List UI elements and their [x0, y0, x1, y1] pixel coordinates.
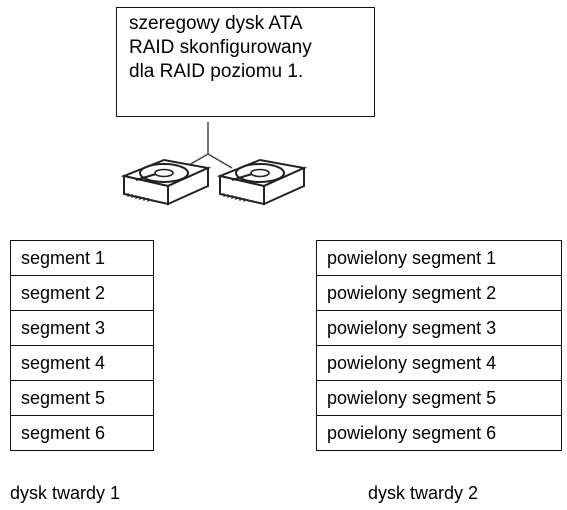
- segment-cell: segment 4: [10, 345, 154, 381]
- table-row: powielony segment 1: [316, 240, 562, 276]
- disk-2-mirror-table: powielony segment 1 powielony segment 2 …: [316, 240, 562, 451]
- table-row: powielony segment 2: [316, 275, 562, 311]
- caption-line: dla RAID poziomu 1.: [129, 61, 304, 82]
- disk-2-label: dysk twardy 2: [368, 483, 479, 503]
- table-row: powielony segment 5: [316, 380, 562, 416]
- mirrored-segment-cell: powielony segment 1: [316, 240, 562, 276]
- mirrored-segment-cell: powielony segment 6: [316, 415, 562, 451]
- hard-drive-icon: [216, 158, 308, 206]
- table-row: powielony segment 6: [316, 415, 562, 451]
- raid-disks-illustration: [120, 122, 308, 206]
- hard-drive-icon: [120, 158, 212, 206]
- table-row: segment 5: [10, 380, 154, 416]
- table-row: segment 4: [10, 345, 154, 381]
- table-row: segment 1: [10, 240, 154, 276]
- caption-line: RAID skonfigurowany: [129, 37, 312, 58]
- table-row: powielony segment 3: [316, 310, 562, 346]
- mirrored-segment-cell: powielony segment 2: [316, 275, 562, 311]
- segment-cell: segment 6: [10, 415, 154, 451]
- mirrored-segment-cell: powielony segment 4: [316, 345, 562, 381]
- segment-cell: segment 1: [10, 240, 154, 276]
- table-row: powielony segment 4: [316, 345, 562, 381]
- segment-cell: segment 2: [10, 275, 154, 311]
- mirrored-segment-cell: powielony segment 3: [316, 310, 562, 346]
- segment-cell: segment 3: [10, 310, 154, 346]
- table-row: segment 6: [10, 415, 154, 451]
- disk-1-label: dysk twardy 1: [10, 483, 121, 503]
- mirrored-segment-cell: powielony segment 5: [316, 380, 562, 416]
- segment-cell: segment 5: [10, 380, 154, 416]
- connector-lines: [183, 122, 233, 169]
- disk-1-segment-table: segment 1 segment 2 segment 3 segment 4 …: [10, 240, 154, 451]
- raid-caption-box: szeregowy dysk ATA RAID skonfigurowany d…: [116, 7, 375, 117]
- table-row: segment 2: [10, 275, 154, 311]
- table-row: segment 3: [10, 310, 154, 346]
- caption-line: szeregowy dysk ATA: [129, 13, 303, 34]
